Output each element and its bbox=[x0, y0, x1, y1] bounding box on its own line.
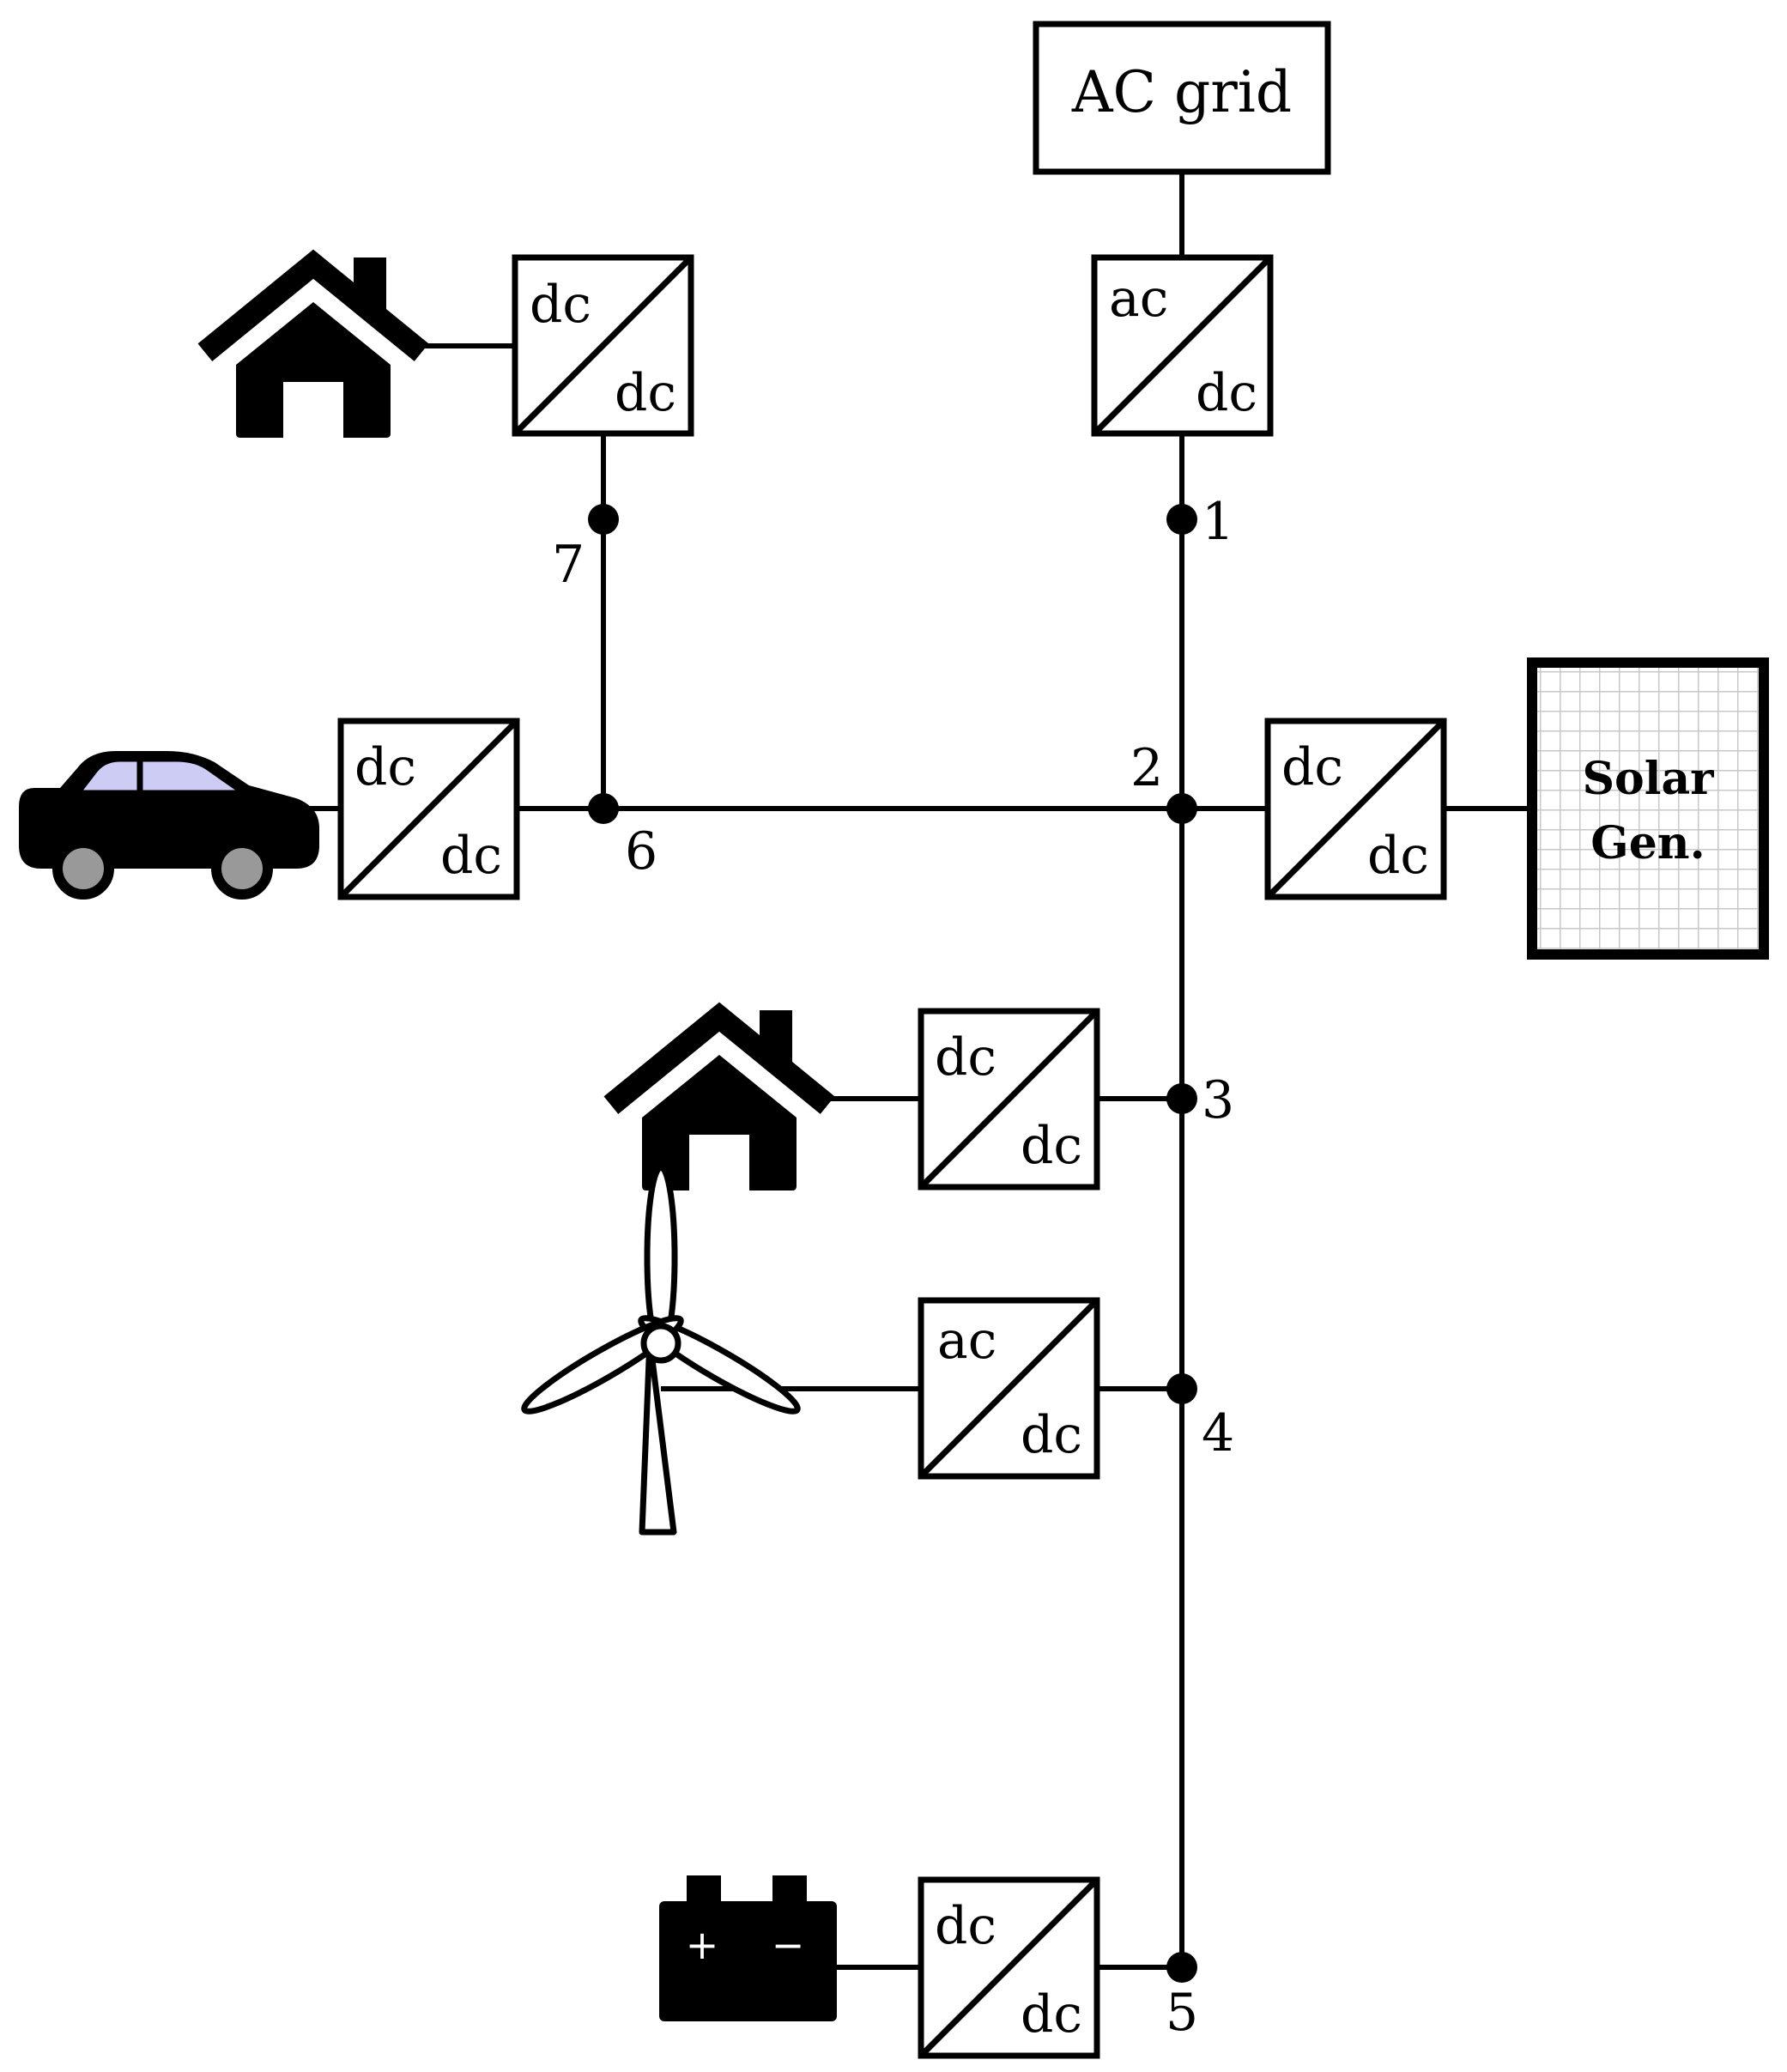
node-6 bbox=[588, 793, 619, 824]
converter-battery: dc dc bbox=[918, 1876, 1100, 2059]
node-5 bbox=[1166, 1952, 1197, 1983]
converter-house2-in: dc bbox=[935, 1027, 996, 1087]
house-icon bbox=[197, 249, 429, 438]
node-1 bbox=[1166, 504, 1197, 535]
converter-grid-out: dc bbox=[1196, 363, 1257, 423]
nodes bbox=[588, 504, 1197, 1983]
solar-panel-icon: Solar Gen. bbox=[1527, 657, 1769, 960]
node-label-1: 1 bbox=[1202, 492, 1234, 552]
node-2 bbox=[1166, 793, 1197, 824]
ac-grid-box: AC grid bbox=[1033, 21, 1331, 175]
house-icon bbox=[603, 1002, 835, 1190]
solar-label-line2: Gen. bbox=[1590, 817, 1705, 869]
battery-minus: − bbox=[772, 1922, 805, 1968]
car-icon bbox=[19, 751, 319, 900]
node-3 bbox=[1166, 1083, 1197, 1114]
converter-house1: dc dc bbox=[512, 254, 694, 437]
converter-grid: ac dc bbox=[1091, 254, 1274, 437]
battery-icon: + − bbox=[659, 1875, 837, 2021]
converter-house1-out: dc bbox=[615, 363, 676, 423]
node-labels: 1 2 3 4 5 6 7 bbox=[552, 492, 1234, 2043]
converter-wind: ac dc bbox=[918, 1297, 1100, 1480]
converter-house1-in: dc bbox=[530, 275, 591, 335]
converter-battery-in: dc bbox=[935, 1896, 996, 1956]
converter-house2-out: dc bbox=[1021, 1116, 1082, 1176]
node-label-4: 4 bbox=[1202, 1403, 1234, 1463]
converter-battery-out: dc bbox=[1021, 1984, 1082, 2045]
converter-wind-out: dc bbox=[1021, 1405, 1082, 1465]
converter-solar: dc dc bbox=[1264, 718, 1447, 900]
node-label-7: 7 bbox=[552, 535, 585, 595]
wires bbox=[300, 172, 1530, 1970]
converter-grid-in: ac bbox=[1109, 269, 1168, 329]
converter-ev-in: dc bbox=[354, 737, 416, 797]
converter-house2: dc dc bbox=[918, 1008, 1100, 1190]
converter-ev-out: dc bbox=[440, 826, 502, 886]
node-label-5: 5 bbox=[1166, 1983, 1198, 2043]
converter-solar-out: dc bbox=[1367, 826, 1429, 886]
node-label-2: 2 bbox=[1130, 738, 1163, 798]
ac-grid-label: AC grid bbox=[1071, 59, 1292, 125]
converter-solar-in: dc bbox=[1281, 737, 1343, 797]
wind-turbine-icon bbox=[521, 1164, 801, 1536]
node-4 bbox=[1166, 1373, 1197, 1404]
converter-ev: dc dc bbox=[337, 718, 520, 900]
node-label-6: 6 bbox=[625, 821, 657, 882]
battery-plus: + bbox=[686, 1922, 719, 1968]
node-label-3: 3 bbox=[1202, 1070, 1234, 1130]
solar-label-line1: Solar bbox=[1582, 753, 1714, 805]
node-7 bbox=[588, 504, 619, 535]
converter-wind-in: ac bbox=[937, 1311, 996, 1371]
